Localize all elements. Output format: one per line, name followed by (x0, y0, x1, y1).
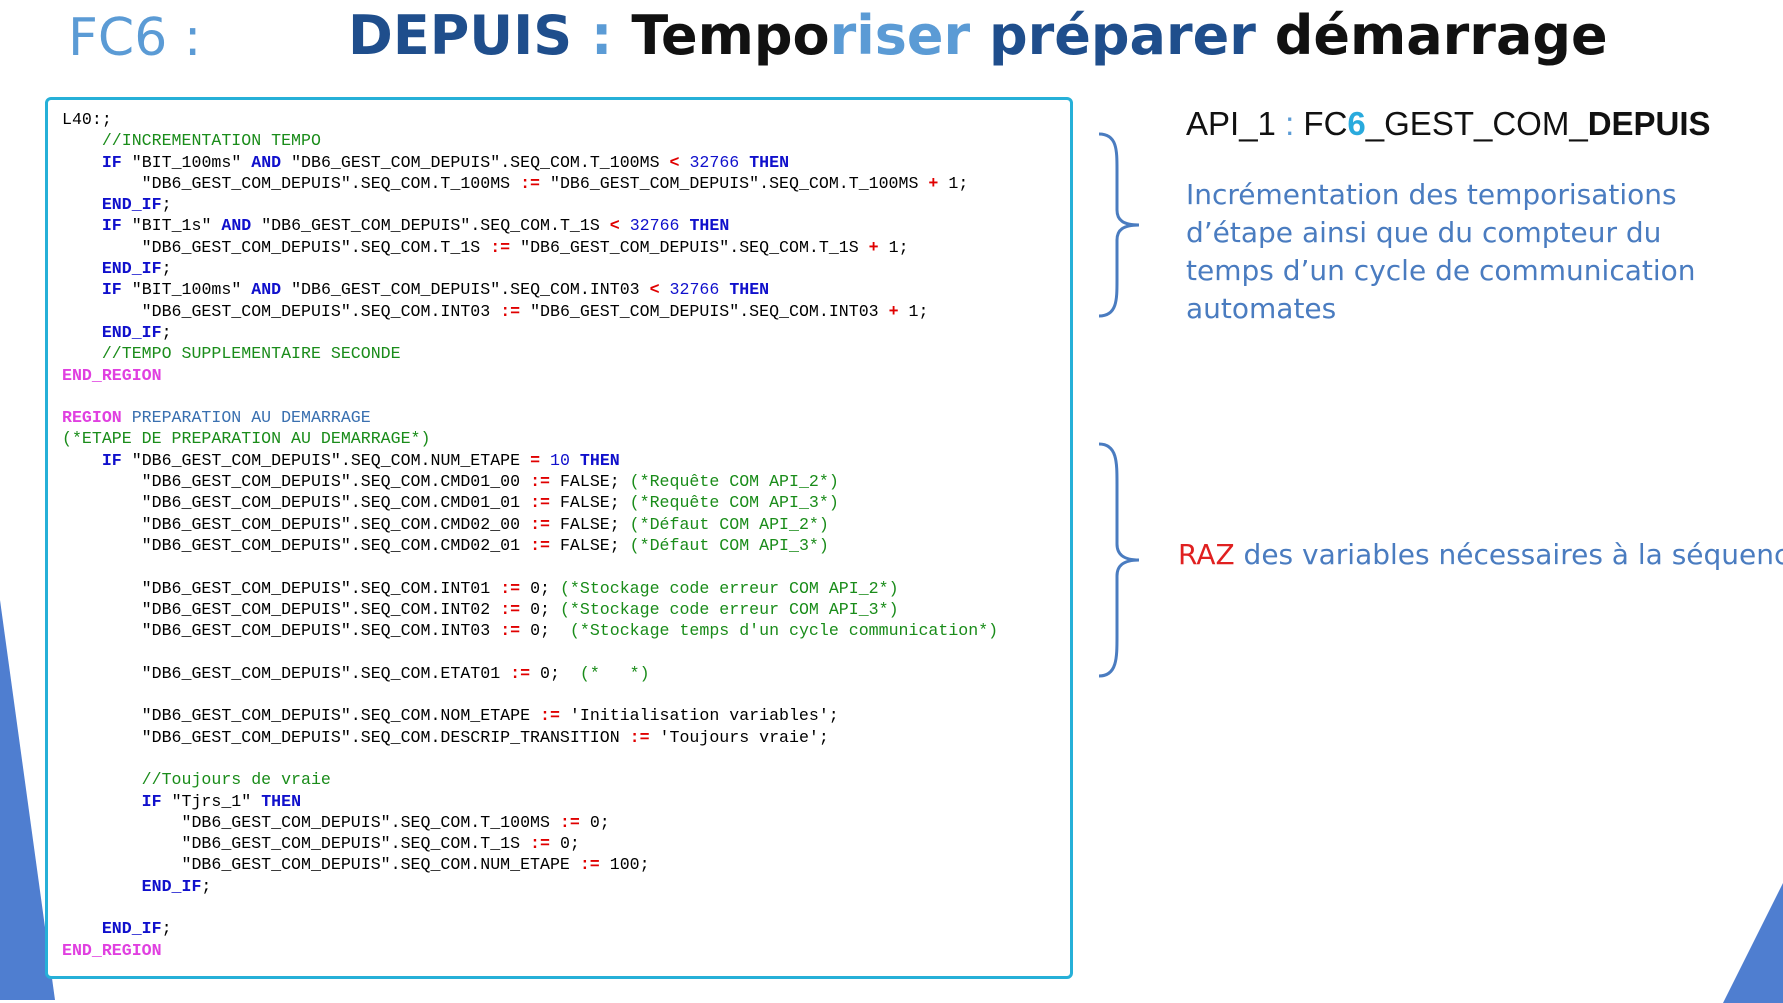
slide-title: DEPUIS : Temporiser préparer démarrage (348, 4, 1608, 67)
code-listing: L40:; //INCREMENTATION TEMPO IF "BIT_100… (62, 110, 999, 960)
function-name: API_1 : FC6_GEST_COM_DEPUIS (1186, 105, 1711, 142)
title-part: préparer (970, 4, 1256, 67)
corner-decoration-right (1723, 883, 1783, 1003)
title-part: Tempo (631, 4, 830, 67)
description-increment: Incrémentation des temporisations d’étap… (1186, 178, 1696, 325)
description-reset: RAZ des variables nécessaires à la séque… (1178, 538, 1783, 571)
title-part: DEPUIS (348, 4, 573, 67)
curly-brace-icon (1098, 442, 1140, 678)
title-part: démarrage (1255, 4, 1608, 67)
function-label: FC6 : (68, 8, 202, 68)
title-part: riser (829, 4, 971, 67)
title-part: : (572, 4, 632, 67)
explanation-panel: API_1 : FC6_GEST_COM_DEPUIS Incrémentati… (1090, 90, 1783, 710)
curly-brace-icon (1098, 132, 1140, 318)
code-panel: L40:; //INCREMENTATION TEMPO IF "BIT_100… (45, 97, 1073, 979)
